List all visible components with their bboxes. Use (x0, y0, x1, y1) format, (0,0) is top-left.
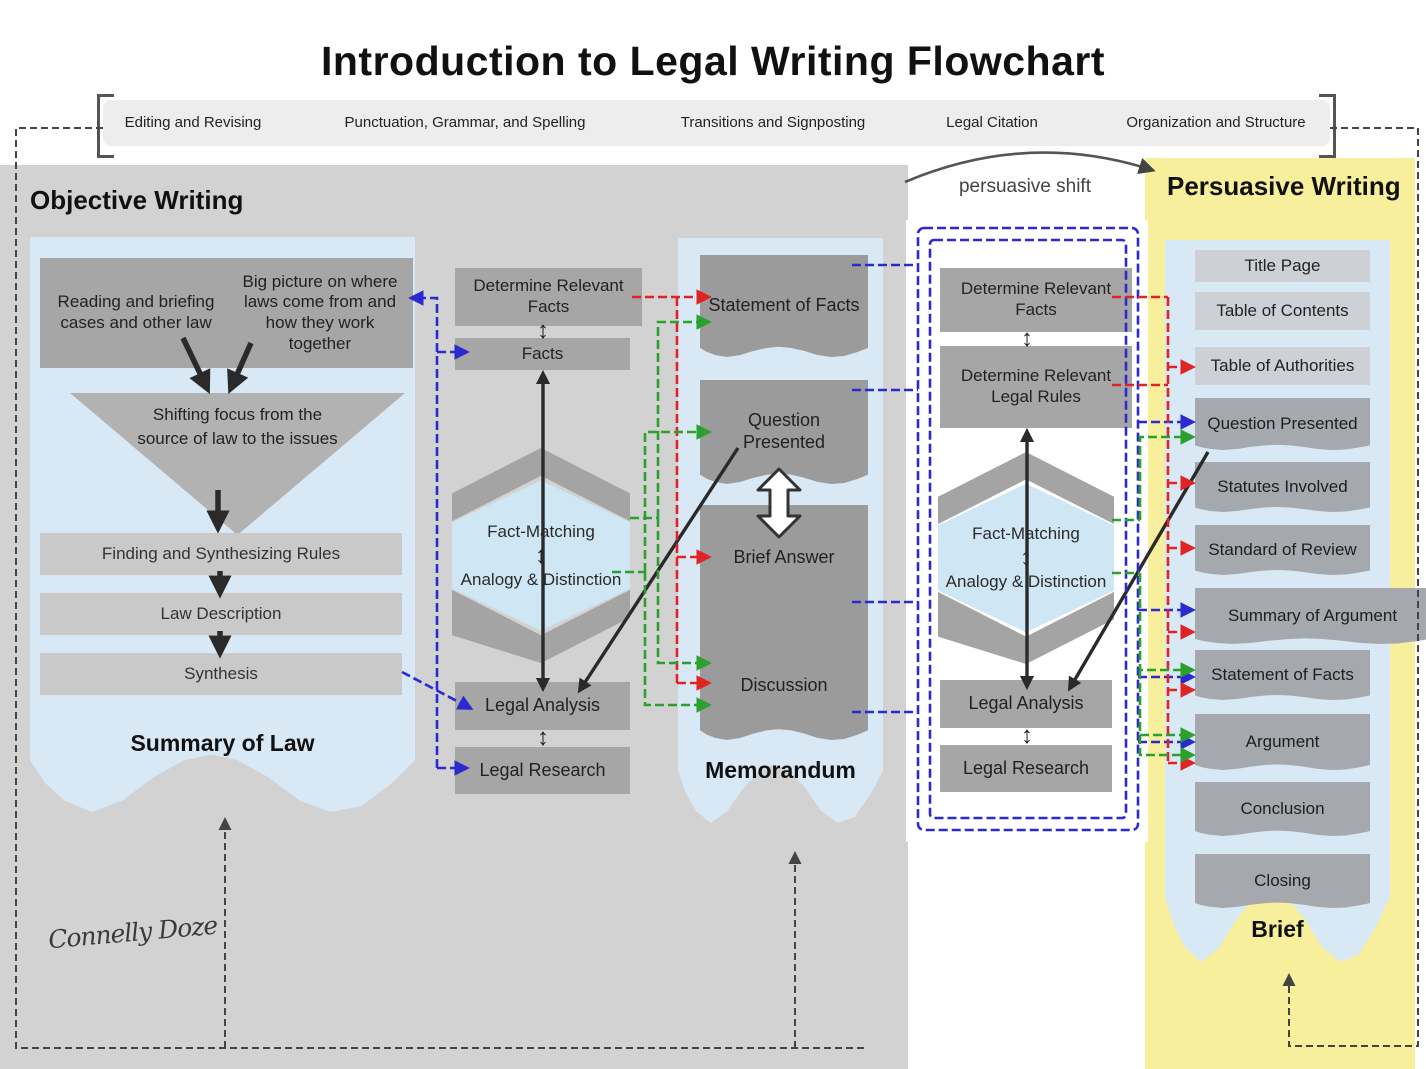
doc-argument: Argument (1195, 714, 1370, 770)
hexagon-labels: Fact-Matching ↕ Analogy & Distinction (938, 452, 1114, 664)
memorandum-label: Memorandum (705, 757, 856, 783)
box-legal-research-2: Legal Research (940, 745, 1112, 792)
box-legal-research-1: Legal Research (455, 747, 630, 794)
box-reading-briefing: Reading and briefing cases and other law (40, 258, 232, 368)
left-bracket-icon (97, 94, 114, 158)
analogy-distinction-label: Analogy & Distinction (460, 569, 622, 589)
topic-punctuation-grammar: Punctuation, Grammar, and Spelling (344, 114, 586, 131)
box-determine-relevant-facts-2: Determine Relevant Facts (940, 268, 1132, 332)
objective-writing-heading: Objective Writing (30, 185, 244, 215)
step-finding-synthesizing: Finding and Synthesizing Rules (40, 533, 402, 575)
doc-question-presented-brief: Question Presented (1195, 398, 1370, 450)
persuasive-shift-label: persuasive shift (958, 176, 1091, 197)
doc-conclusion: Conclusion (1195, 782, 1370, 836)
updown-arrow-icon: ↕ (535, 541, 547, 569)
step-synthesis: Synthesis (40, 653, 402, 695)
box-big-picture: Big picture on where laws come from and … (227, 258, 413, 368)
box-legal-analysis-2: Legal Analysis (940, 680, 1112, 728)
step-law-description: Law Description (40, 593, 402, 635)
box-determine-relevant-rules: Determine Relevant Legal Rules (940, 346, 1132, 428)
doc-summary-of-argument: Summary of Argument (1195, 588, 1426, 644)
topic-organization: Organization and Structure (1126, 114, 1306, 131)
updown-arrow-icon: ↕ (537, 724, 549, 751)
doc-table-of-authorities: Table of Authorities (1195, 347, 1370, 385)
doc-statement-of-facts: Statement of Facts (700, 255, 868, 357)
topic-legal-citation: Legal Citation (946, 114, 1038, 131)
updown-arrow-icon: ↕ (1020, 544, 1032, 571)
doc-table-of-contents: Table of Contents (1195, 292, 1370, 330)
fact-matching-label: Fact-Matching (487, 521, 595, 541)
updown-arrow-icon: ↕ (1021, 722, 1033, 749)
summary-of-law-label: Summary of Law (130, 730, 315, 756)
doc-standard-of-review: Standard of Review (1195, 525, 1370, 575)
topics-bar: Editing and Revising Punctuation, Gramma… (103, 100, 1330, 146)
topic-transitions: Transitions and Signposting (680, 114, 866, 131)
brief-label: Brief (1251, 916, 1304, 942)
doc-statement-of-facts-brief: Statement of Facts (1195, 650, 1370, 700)
fact-matching-label: Fact-Matching (972, 524, 1080, 543)
persuasive-writing-heading: Persuasive Writing (1167, 171, 1401, 201)
doc-title-page: Title Page (1195, 250, 1370, 282)
doc-statutes-involved: Statutes Involved (1195, 462, 1370, 512)
doc-discussion: Discussion (700, 632, 868, 740)
topic-editing-revising: Editing and Revising (124, 114, 262, 131)
analogy-distinction-label: Analogy & Distinction (945, 572, 1107, 591)
white-double-arrow-icon (756, 467, 802, 539)
hexagon-labels: Fact-Matching ↕ Analogy & Distinction (452, 448, 630, 663)
updown-arrow-icon: ↕ (1021, 325, 1033, 352)
fact-matching-hexagon-1: Fact-Matching ↕ Analogy & Distinction (452, 448, 630, 663)
box-legal-analysis-1: Legal Analysis (455, 682, 630, 730)
right-bracket-icon (1319, 94, 1336, 158)
page-title: Introduction to Legal Writing Flowchart (320, 38, 1106, 84)
updown-arrow-icon: ↕ (537, 317, 549, 344)
fact-matching-hexagon-2: Fact-Matching ↕ Analogy & Distinction (938, 452, 1114, 664)
doc-closing: Closing (1195, 854, 1370, 908)
